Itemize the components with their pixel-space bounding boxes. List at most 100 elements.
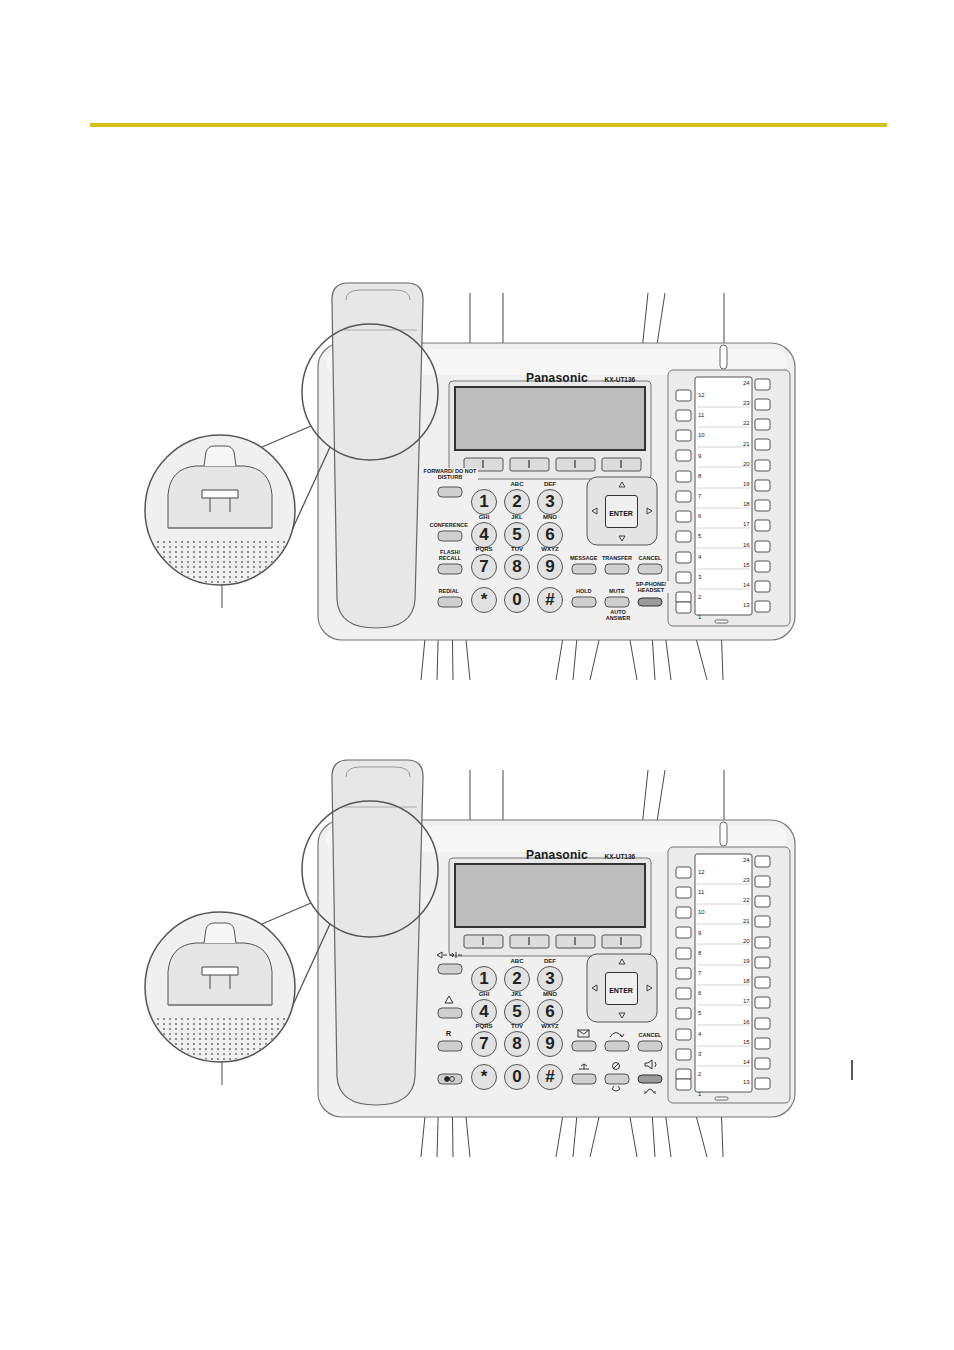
dss-number: 14: [743, 1059, 750, 1066]
keypad-key: TUV8: [504, 554, 530, 580]
header-rule: [90, 123, 887, 127]
keypad-key: WXYZ9: [537, 1031, 563, 1057]
key-label: ENTER: [609, 510, 633, 517]
keypad-key: *: [471, 587, 497, 613]
key-digit: 9: [538, 1032, 562, 1056]
button-label: HOLD: [575, 588, 593, 594]
dss-number: 3: [698, 1051, 701, 1058]
page-marker: [851, 1060, 853, 1080]
dss-number: 1: [698, 1091, 701, 1098]
button-icons: [437, 952, 656, 1094]
brand-name: Panasonic: [526, 849, 588, 862]
button-label: MUTE: [608, 588, 626, 594]
dss-number: 7: [698, 970, 701, 977]
keypad-key: 1: [471, 966, 497, 992]
key-digit: 6: [538, 1000, 562, 1024]
key-digit: 3: [538, 967, 562, 991]
button-label: REDIAL: [438, 588, 460, 594]
key-digit: 5: [505, 1000, 529, 1024]
key-label: ENTER: [609, 987, 633, 994]
model-number: KX-UT136: [605, 376, 636, 383]
dss-number: 18: [743, 501, 750, 508]
dss-number: 2: [698, 1071, 701, 1078]
dss-number: 19: [743, 481, 750, 488]
dss-number: 16: [743, 542, 750, 549]
key-digit: 1: [472, 967, 496, 991]
button-label: TRANSFER: [601, 555, 633, 561]
key-letters: WXYZ: [541, 1023, 558, 1029]
dss-number: 21: [743, 441, 750, 448]
keypad-key: GHI4: [471, 999, 497, 1025]
enter-key: ENTER: [605, 495, 638, 528]
key-digit: 9: [538, 555, 562, 579]
keypad-key: 0: [504, 587, 530, 613]
brand-name: Panasonic: [526, 372, 588, 385]
keypad-key: WXYZ9: [537, 554, 563, 580]
key-digit: 2: [505, 967, 529, 991]
dss-number: 12: [698, 392, 705, 399]
dss-number: 24: [743, 857, 750, 864]
dss-number: 21: [743, 918, 750, 925]
dss-number: 6: [698, 990, 701, 997]
key-letters: TUV: [511, 1023, 523, 1029]
keypad-key: JKL5: [504, 522, 530, 548]
keypad-key: PQRS7: [471, 1031, 497, 1057]
enter-key: ENTER: [605, 972, 638, 1005]
dss-number: 22: [743, 897, 750, 904]
dss-number: 3: [698, 574, 701, 581]
model-number: KX-UT136: [605, 853, 636, 860]
button-label: R: [445, 1030, 452, 1038]
key-digit: #: [538, 1065, 562, 1089]
dss-number: 4: [698, 554, 701, 561]
dss-number: 13: [743, 602, 750, 609]
dss-number: 13: [743, 1079, 750, 1086]
key-digit: *: [472, 1065, 496, 1089]
keypad-key: TUV8: [504, 1031, 530, 1057]
dss-number: 8: [698, 950, 701, 957]
dss-number: 2: [698, 594, 701, 601]
keypad-key: GHI4: [471, 522, 497, 548]
key-letters: DEF: [544, 481, 556, 487]
keypad-key: #: [537, 587, 563, 613]
dss-number: 9: [698, 453, 701, 460]
dss-number: 18: [743, 978, 750, 985]
key-letters: WXYZ: [541, 546, 558, 552]
button-label: SP-PHONE/ HEADSET: [631, 581, 671, 593]
key-digit: 8: [505, 1032, 529, 1056]
dss-number: 22: [743, 420, 750, 427]
key-letters: GHI: [479, 514, 490, 520]
dss-number: 10: [698, 909, 705, 916]
dss-number: 14: [743, 582, 750, 589]
button-label: AUTO ANSWER: [602, 609, 634, 621]
button-label: CONFERENCE: [429, 522, 470, 528]
keypad-key: #: [537, 1064, 563, 1090]
key-digit: 0: [505, 588, 529, 612]
key-letters: DEF: [544, 958, 556, 964]
dss-number: 11: [698, 889, 704, 896]
key-digit: 7: [472, 1032, 496, 1056]
key-letters: ABC: [511, 958, 524, 964]
keypad-key: DEF3: [537, 966, 563, 992]
dss-number: 5: [698, 533, 701, 540]
key-letters: PQRS: [475, 546, 492, 552]
dss-number: 11: [698, 412, 704, 419]
dss-number: 15: [743, 562, 750, 569]
dss-number: 12: [698, 869, 705, 876]
phone-model-text: [140, 283, 795, 680]
key-letters: TUV: [511, 546, 523, 552]
keypad-key: MNO6: [537, 999, 563, 1025]
keypad-key: PQRS7: [471, 554, 497, 580]
dss-number: 10: [698, 432, 705, 439]
dss-number: 19: [743, 958, 750, 965]
dss-number: 7: [698, 493, 701, 500]
keypad-key: *: [471, 1064, 497, 1090]
dss-number: 6: [698, 513, 701, 520]
keypad-key: 1: [471, 489, 497, 515]
key-digit: 4: [472, 1000, 496, 1024]
key-digit: 5: [505, 523, 529, 547]
dss-number: 23: [743, 877, 750, 884]
dss-number: 23: [743, 400, 750, 407]
dss-number: 24: [743, 380, 750, 387]
dss-number: 5: [698, 1010, 701, 1017]
